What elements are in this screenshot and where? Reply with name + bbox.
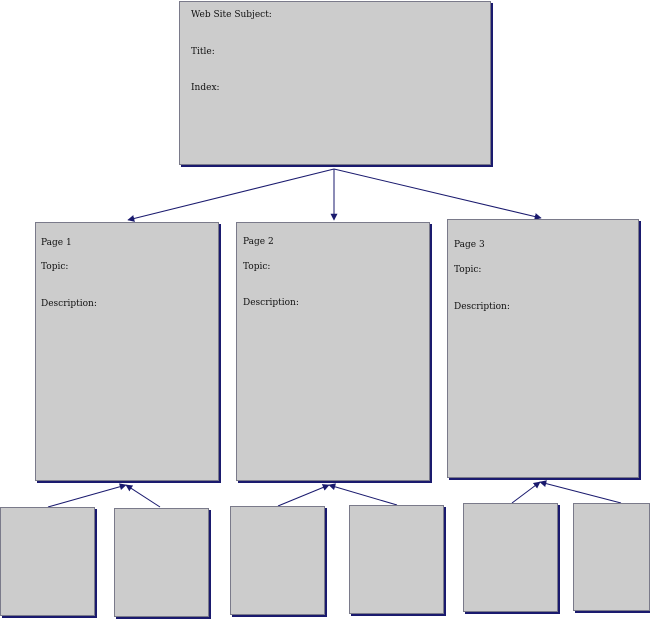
connector-child2b-page2 [328, 483, 398, 506]
page-box-3: Page 3 Topic: Description: [447, 219, 639, 478]
connector-root-page3 [333, 168, 542, 220]
page-2-topic-label: Topic: [243, 262, 271, 272]
child-box-1a [0, 507, 95, 616]
page-3-topic-label: Topic: [454, 265, 482, 275]
root-index-label: Index: [191, 83, 220, 93]
child-box-3a [463, 503, 558, 612]
page-1-name: Page 1 [41, 238, 72, 248]
child-box-2a [230, 506, 325, 615]
root-subject-label: Web Site Subject: [191, 10, 272, 20]
page-2-name: Page 2 [243, 237, 274, 247]
page-1-description-label: Description: [41, 299, 97, 309]
root-box: Web Site Subject: Title: Index: [179, 1, 491, 165]
connector-child1b-page1 [125, 484, 161, 508]
child-box-2b [349, 505, 444, 614]
root-title-label: Title: [191, 47, 215, 57]
page-2-description-label: Description: [243, 298, 299, 308]
connector-child3b-page3 [539, 480, 622, 504]
connector-child2a-page2 [277, 484, 330, 507]
page-box-2: Page 2 Topic: Description: [236, 222, 430, 481]
connector-child3a-page3 [511, 481, 541, 504]
child-box-1b [114, 508, 209, 617]
connector-child1a-page1 [47, 483, 127, 508]
child-box-3b [573, 503, 650, 611]
page-1-topic-label: Topic: [41, 262, 69, 272]
page-3-description-label: Description: [454, 302, 510, 312]
page-3-name: Page 3 [454, 240, 485, 250]
connector-root-page1 [127, 168, 335, 222]
page-box-1: Page 1 Topic: Description: [35, 222, 219, 481]
